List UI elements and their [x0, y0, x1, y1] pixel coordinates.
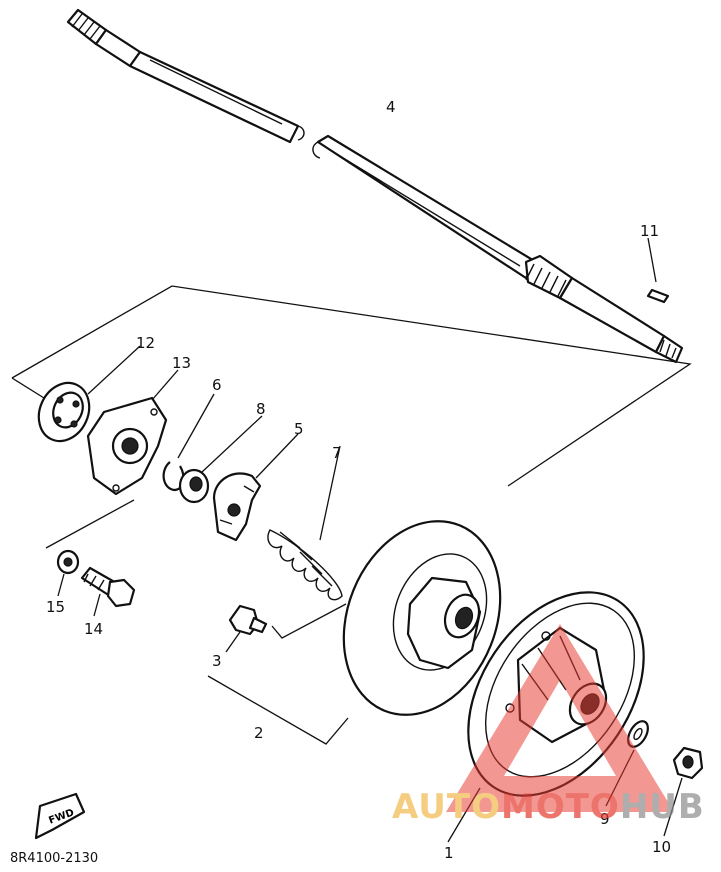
watermark-moto: MOTO — [501, 787, 620, 827]
bearing-part-12 — [37, 345, 141, 443]
ref-14: 14 — [84, 620, 103, 638]
watermark-triangle-logo — [446, 624, 674, 812]
ref-11: 11 — [640, 222, 659, 240]
ref-7: 7 — [332, 444, 342, 462]
ref-3: 3 — [212, 652, 222, 670]
ref-12: 12 — [136, 334, 155, 352]
ref-10: 10 — [652, 838, 671, 856]
automotohub-watermark: AUTOMOTOHUB — [392, 624, 705, 827]
shaft-part-4 — [66, 8, 684, 364]
nut-part-10 — [663, 746, 704, 837]
spring-part-7 — [267, 445, 343, 601]
plate-part-13 — [86, 369, 179, 496]
fwd-direction-badge: FWD — [34, 792, 86, 840]
watermark-auto: AUTO — [392, 787, 501, 827]
reference-numbers: 1 2 3 4 5 6 7 8 9 10 11 12 13 14 15 — [46, 98, 671, 862]
ref-6: 6 — [212, 376, 222, 394]
ref-5: 5 — [294, 420, 304, 438]
bolt-part-14 — [80, 566, 136, 617]
watermark-hub: HUB — [620, 787, 705, 827]
ref-4: 4 — [386, 98, 396, 116]
nut-part-15 — [56, 549, 80, 597]
ref-9: 9 — [600, 810, 610, 828]
drawing-code: 8R4100-2130 — [10, 851, 98, 866]
slider-part-3 — [225, 604, 268, 653]
sheave-part-2 — [207, 520, 502, 745]
ref-2: 2 — [254, 724, 264, 742]
assembly-bracket-outline — [11, 285, 692, 549]
ref-1: 1 — [444, 844, 454, 862]
ref-8: 8 — [256, 400, 266, 418]
collar-part-8 — [178, 415, 263, 504]
ref-13: 13 — [172, 354, 191, 372]
ref-15: 15 — [46, 598, 65, 616]
svg-text:AUTOMOTOHUB: AUTOMOTOHUB — [392, 787, 705, 827]
key-part-11 — [646, 237, 670, 304]
cam-part-5 — [212, 433, 299, 542]
